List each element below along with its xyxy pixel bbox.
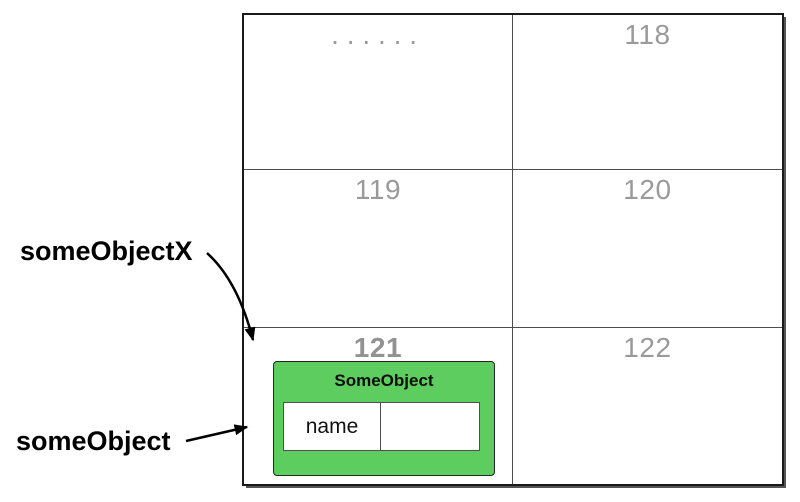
- cell-label: 120: [623, 174, 672, 205]
- field-value-cell: [381, 403, 479, 450]
- memory-cell-120: 120: [513, 170, 782, 328]
- someobject-field-table: name: [283, 402, 480, 451]
- label-someobject: someObject: [16, 426, 171, 456]
- memory-cell-dots: ......: [244, 15, 513, 170]
- cell-label: 121: [353, 332, 403, 363]
- cell-label: 118: [624, 19, 671, 50]
- cell-label: 119: [354, 174, 402, 205]
- memory-cell-119: 119: [244, 170, 513, 328]
- cell-label: 122: [623, 332, 672, 363]
- label-someobjectx: someObjectX: [20, 236, 193, 266]
- memory-cell-121: 121: [244, 328, 513, 484]
- field-name-cell: name: [284, 403, 381, 450]
- memory-cell-122: 122: [513, 328, 782, 484]
- someobject-arrow: [185, 424, 249, 443]
- someobject-title: SomeObject: [334, 371, 434, 390]
- memory-cell-118: 118: [513, 15, 782, 170]
- cell-label: ......: [331, 19, 425, 50]
- someobject-box: SomeObject name: [273, 361, 495, 476]
